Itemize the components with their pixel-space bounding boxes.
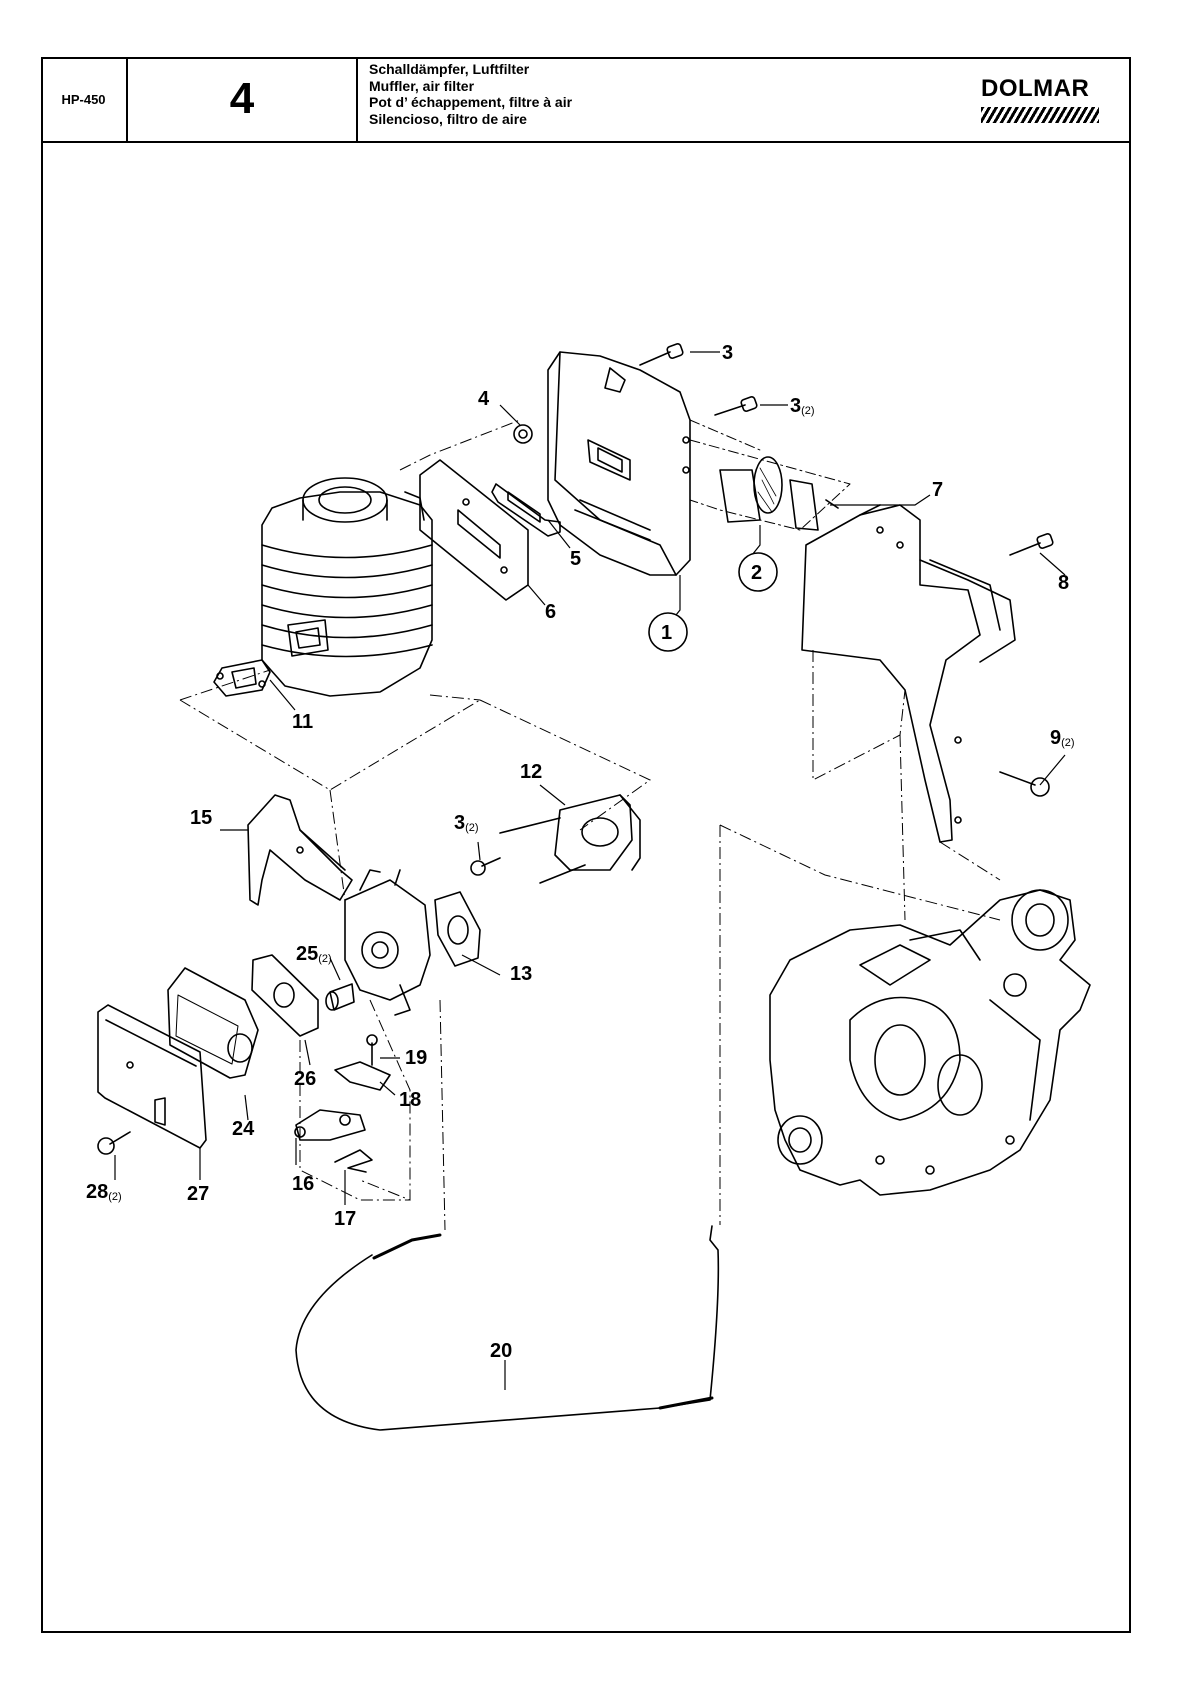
title-german: Schalldämpfer, Luftfilter (369, 61, 530, 77)
section-cell: 4 (128, 57, 358, 141)
callout-circle-1 (648, 612, 688, 652)
callout-7: 7 (932, 479, 943, 501)
air-filter-cover-27 (97, 1004, 207, 1149)
callout-3-muffler: 3(2) (790, 395, 815, 417)
brand-name: DOLMAR (981, 75, 1090, 102)
callout-1: 1 (661, 622, 672, 644)
callout-4: 4 (478, 388, 490, 410)
brand-logo: DOLMAR (981, 57, 1126, 141)
spacer-25 (325, 983, 355, 1011)
callout-19: 19 (405, 1047, 427, 1069)
carburetor (344, 869, 431, 1016)
screw-3-muffler (714, 396, 758, 416)
muffler-gasket-5 (491, 483, 561, 537)
callout-16: 16 (292, 1173, 314, 1195)
title-spanish: Silencioso, filtro de aire (369, 110, 527, 127)
bracket-15 (247, 794, 353, 906)
callout-3-intake: 3(2) (454, 812, 479, 834)
screw-19 (366, 1034, 378, 1066)
callout-2: 2 (751, 562, 762, 584)
spring-17 (334, 1149, 373, 1173)
callout-18: 18 (399, 1089, 421, 1111)
screw-8 (1009, 533, 1054, 556)
screw-3-intake (470, 857, 501, 876)
callout-9: 9(2) (1050, 727, 1075, 749)
gasket-26 (251, 954, 319, 1037)
callout-27: 27 (187, 1183, 209, 1205)
air-filter-24 (167, 967, 259, 1079)
callout-3-top: 3 (722, 342, 733, 364)
spark-screen-2 (719, 456, 839, 531)
section-number: 4 (229, 74, 255, 123)
callout-26: 26 (294, 1068, 316, 1090)
model-number: HP-450 (61, 91, 106, 107)
screw-9 (999, 771, 1050, 797)
callout-12: 12 (520, 761, 542, 783)
muffler-1 (547, 351, 691, 576)
callout-25: 25(2) (296, 943, 332, 965)
screw-28 (97, 1131, 131, 1155)
title-french: Pot d’ échappement, filtre à air (369, 94, 573, 110)
logo-stripes-icon (981, 107, 1099, 123)
callout-8: 8 (1058, 572, 1069, 594)
gasket-13 (434, 891, 481, 967)
model-cell: HP-450 (41, 57, 128, 141)
section-titles: Schalldämpfer, Luftfilter Muffler, air f… (359, 57, 919, 141)
page-frame (41, 57, 1131, 1633)
title-english: Muffler, air filter (369, 77, 475, 94)
callout-11: 11 (292, 711, 313, 733)
callout-15: 15 (190, 807, 212, 829)
cylinder-drawing (261, 477, 433, 697)
callout-28: 28(2) (86, 1181, 122, 1203)
callout-20: 20 (490, 1340, 512, 1362)
intake-manifold-12 (499, 794, 641, 884)
callout-24: 24 (232, 1118, 255, 1140)
lever-plate-18 (334, 1061, 391, 1091)
callout-5: 5 (570, 548, 581, 570)
muffler-gasket-6 (419, 459, 529, 601)
callout-6: 6 (545, 601, 556, 623)
pump-housing (769, 889, 1091, 1196)
washer-4 (513, 424, 533, 444)
intake-gasket-11 (213, 659, 271, 697)
throttle-lever-16 (294, 1109, 366, 1141)
callout-17: 17 (334, 1208, 356, 1230)
screw-3-top (639, 343, 684, 366)
throttle-cable-20 (295, 1225, 720, 1431)
callout-13: 13 (510, 963, 532, 985)
title-block: HP-450 4 Schalldämpfer, Luftfilter Muffl… (41, 57, 1131, 143)
callout-circle-2 (738, 552, 778, 592)
heat-shield-7 (801, 504, 1016, 843)
